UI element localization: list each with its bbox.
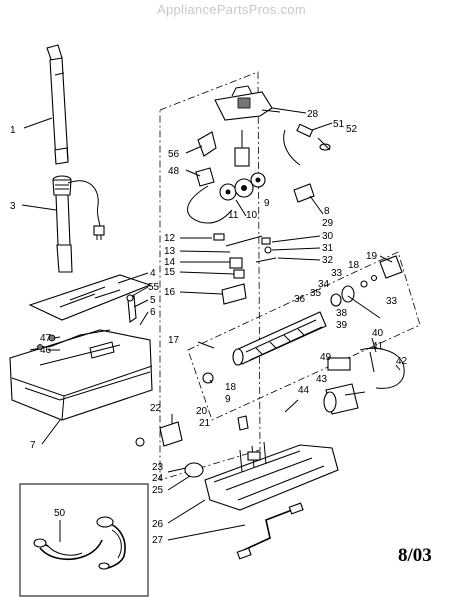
callout-50: 50 xyxy=(54,508,66,519)
callout-31: 31 xyxy=(322,243,334,254)
callout-28: 28 xyxy=(307,109,319,120)
end-cap-parts xyxy=(330,255,403,307)
callout-51: 51 xyxy=(333,119,345,130)
callout-9-lower: 9 xyxy=(225,394,231,405)
callout-10: 10 xyxy=(246,210,258,221)
callout-21: 21 xyxy=(199,418,211,429)
callout-6: 6 xyxy=(150,307,156,318)
callout-16: 16 xyxy=(164,287,176,298)
brushroll-outline xyxy=(187,251,421,421)
callout-41: 41 xyxy=(372,341,384,352)
callout-12: 12 xyxy=(164,233,176,244)
callout-40: 40 xyxy=(372,328,384,339)
callout-1: 1 xyxy=(10,125,16,136)
cord-part xyxy=(283,123,331,166)
handle-bracket-part xyxy=(214,85,281,121)
watermark: AppliancePartsPros.com xyxy=(157,2,306,17)
callout-44: 44 xyxy=(298,385,310,396)
callout-34: 34 xyxy=(318,279,330,290)
callout-52: 52 xyxy=(346,124,358,135)
callout-36: 36 xyxy=(294,294,306,305)
callout-56: 56 xyxy=(168,149,180,160)
base-housing-part xyxy=(9,329,153,421)
callout-18-lower: 18 xyxy=(225,382,237,393)
callout-20: 20 xyxy=(196,406,208,417)
callout-35: 35 xyxy=(310,288,322,299)
callout-4: 4 xyxy=(150,268,156,279)
callout-33-lower: 33 xyxy=(386,296,398,307)
callout-39: 39 xyxy=(336,320,348,331)
brushroll-part xyxy=(202,311,327,384)
callout-27: 27 xyxy=(152,535,164,546)
handle-cover-part xyxy=(28,274,152,323)
handle-release-part xyxy=(236,502,304,560)
assembly-outline xyxy=(159,71,261,481)
callout-23: 23 xyxy=(152,462,164,473)
callout-7: 7 xyxy=(30,440,36,451)
leader-lines xyxy=(21,107,401,542)
callout-5: 5 xyxy=(150,295,156,306)
motor-part xyxy=(323,347,405,415)
callout-18-upper: 18 xyxy=(348,260,360,271)
callout-38: 38 xyxy=(336,308,348,319)
callout-9: 9 xyxy=(264,198,270,209)
date-code: 8/03 xyxy=(398,545,432,566)
callout-48: 48 xyxy=(168,166,180,177)
callout-32: 32 xyxy=(322,255,334,266)
hose-inset-box xyxy=(19,483,149,597)
callout-13: 13 xyxy=(164,246,176,257)
switch-part xyxy=(187,131,233,224)
callout-15: 15 xyxy=(164,267,176,278)
hose-assembly-part xyxy=(52,175,105,273)
callout-43: 43 xyxy=(316,374,328,385)
clip-part xyxy=(293,183,315,203)
callout-14: 14 xyxy=(164,257,176,268)
callout-42: 42 xyxy=(396,356,408,367)
callout-30: 30 xyxy=(322,231,334,242)
wand-handle-part xyxy=(46,44,69,165)
callout-8: 8 xyxy=(324,206,330,217)
callout-46: 46 xyxy=(40,345,52,356)
callout-labels: 1 3 4 55 5 6 47 46 7 28 51 52 56 48 11 1… xyxy=(10,109,408,546)
callout-26: 26 xyxy=(152,519,164,530)
callout-11: 11 xyxy=(228,210,239,221)
spring-part xyxy=(284,399,299,413)
callout-49: 49 xyxy=(320,352,332,363)
callout-24: 24 xyxy=(152,473,164,484)
callout-19: 19 xyxy=(366,251,378,262)
callout-47: 47 xyxy=(40,333,52,344)
callout-55: 55 xyxy=(148,282,160,293)
fan-part xyxy=(219,130,266,201)
linkage-parts xyxy=(213,233,277,305)
callout-22: 22 xyxy=(150,403,162,414)
callout-29: 29 xyxy=(322,218,334,229)
callout-25: 25 xyxy=(152,485,164,496)
callout-17: 17 xyxy=(168,335,180,346)
callout-3: 3 xyxy=(10,201,16,212)
callout-33-upper: 33 xyxy=(331,268,343,279)
base-plate-part xyxy=(204,441,339,511)
